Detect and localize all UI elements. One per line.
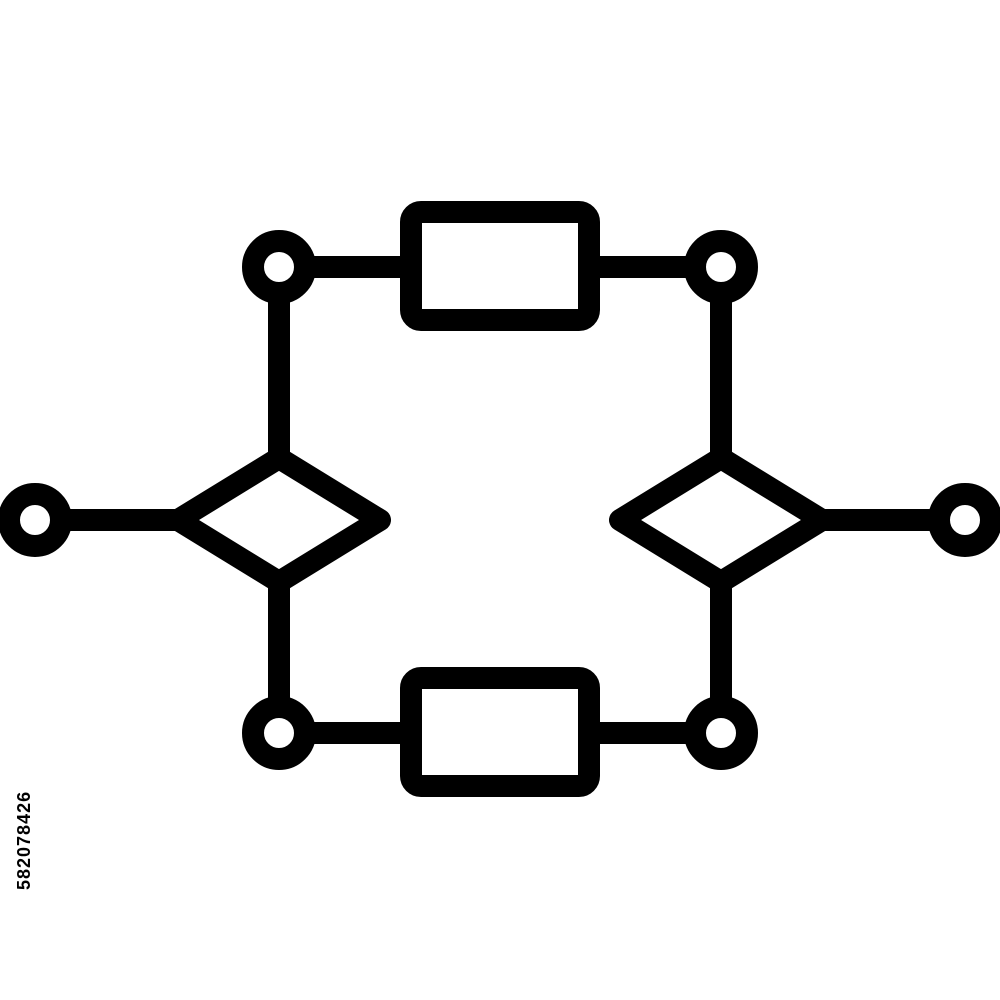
connectors bbox=[56, 256, 945, 744]
left-decision-diamond bbox=[167, 447, 391, 593]
output-terminal bbox=[928, 483, 1000, 557]
input-terminal bbox=[0, 483, 72, 557]
bottom-left-junction bbox=[242, 696, 316, 770]
right-decision-diamond bbox=[609, 447, 833, 593]
top-right-junction bbox=[684, 230, 758, 304]
stock-id-label: 582078426 bbox=[14, 790, 34, 890]
bottom-right-junction bbox=[684, 696, 758, 770]
top-process-box bbox=[400, 201, 600, 331]
shapes bbox=[0, 201, 1000, 797]
top-left-junction bbox=[242, 230, 316, 304]
bottom-process-box bbox=[400, 667, 600, 797]
